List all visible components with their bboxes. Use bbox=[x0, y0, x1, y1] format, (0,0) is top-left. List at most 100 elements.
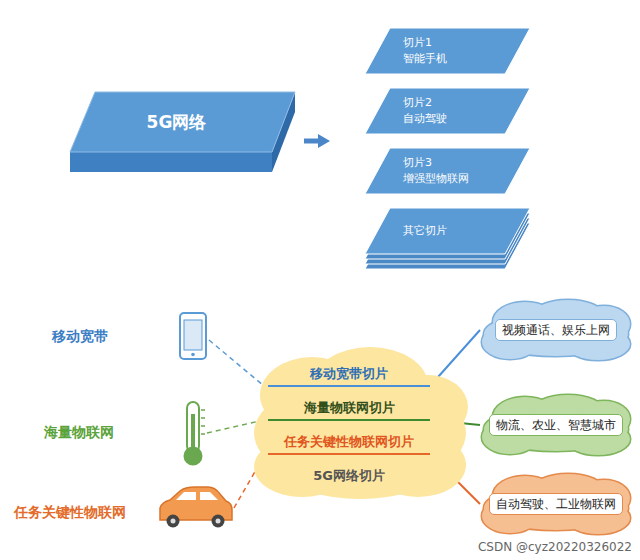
cloud-puff bbox=[532, 300, 604, 332]
phone-screen bbox=[184, 320, 202, 350]
slice-cloud: 移动宽带切片海量物联网切片任务关键性物联网切片5G网络切片 bbox=[250, 345, 470, 500]
node-label: 增强型物联网 bbox=[403, 171, 469, 187]
cloud-puff bbox=[482, 499, 538, 533]
use-case-text: 自动驾驶、工业物联网 bbox=[489, 493, 623, 515]
slice-plane: 切片2自动驾驶 bbox=[365, 88, 530, 134]
phone-body bbox=[180, 313, 206, 359]
thermometer-icon bbox=[185, 402, 206, 465]
cloud-puff bbox=[484, 407, 628, 451]
arrow-head bbox=[318, 134, 330, 148]
slab-top bbox=[70, 92, 295, 152]
slice-link bbox=[430, 330, 480, 386]
slice-name: 任务关键性物联网切片 bbox=[268, 433, 430, 455]
thermometer-level bbox=[191, 414, 195, 454]
cloud-fill bbox=[482, 395, 630, 455]
thermometer-ticks bbox=[201, 410, 205, 434]
node-label: 自动驾驶 bbox=[403, 111, 447, 127]
cloud-puff bbox=[482, 420, 538, 454]
cloud-puff bbox=[566, 328, 630, 360]
node-label: 切片2 bbox=[403, 95, 447, 111]
category-label: 移动宽带 bbox=[52, 328, 108, 346]
slice-stack: 其它切片 bbox=[365, 208, 530, 269]
slice-link bbox=[430, 454, 480, 504]
car-hub bbox=[171, 519, 176, 524]
leader-line bbox=[207, 420, 264, 433]
slab-front bbox=[70, 152, 272, 172]
cloud-puff bbox=[578, 480, 630, 516]
cloud-puff bbox=[566, 423, 630, 455]
use-case-cloud: 自动驾驶、工业物联网 bbox=[480, 472, 632, 536]
cloud-outline bbox=[482, 474, 630, 534]
text-block: 移动宽带切片海量物联网切片任务关键性物联网切片5G网络切片 bbox=[268, 345, 430, 485]
cloud-outline bbox=[482, 300, 630, 360]
category-label: 海量物联网 bbox=[44, 424, 114, 442]
leader-line bbox=[234, 456, 264, 508]
cloud-puff bbox=[482, 325, 538, 359]
cloud-puff bbox=[484, 312, 628, 356]
use-case-text: 视频通话、娱乐上网 bbox=[495, 319, 617, 341]
cloud-puff bbox=[532, 395, 604, 427]
use-case-cloud-outline bbox=[480, 298, 632, 362]
car-icon bbox=[160, 487, 232, 528]
cloud-puff bbox=[566, 423, 630, 455]
cloud-puff bbox=[290, 447, 430, 499]
car-wheel bbox=[212, 515, 225, 528]
cloud-puff bbox=[493, 302, 557, 342]
slice-layer bbox=[365, 223, 530, 269]
use-case-cloud: 物流、农业、智慧城市 bbox=[480, 393, 632, 457]
text-block: 物流、农业、智慧城市 bbox=[480, 393, 632, 457]
use-case-cloud: 视频通话、娱乐上网 bbox=[480, 298, 632, 362]
slice-stack-outline bbox=[365, 208, 530, 269]
slice-arrow bbox=[304, 134, 330, 148]
slice-layer bbox=[365, 28, 530, 74]
cloud-puff bbox=[484, 312, 628, 356]
slice-layer bbox=[365, 208, 530, 254]
slice-layer bbox=[365, 148, 530, 194]
text-block: 切片2自动驾驶 bbox=[403, 95, 447, 127]
use-case-cloud-outline bbox=[480, 393, 632, 457]
cloud-puff bbox=[260, 357, 364, 433]
cloud-puff bbox=[254, 437, 350, 497]
cloud-puff bbox=[532, 300, 604, 332]
slab-side bbox=[272, 92, 295, 172]
cloud-outline bbox=[482, 395, 630, 455]
text-block: 自动驾驶、工业物联网 bbox=[480, 472, 632, 536]
cloud-puff bbox=[482, 420, 538, 454]
cloud-puff bbox=[578, 306, 630, 342]
cloud-puff bbox=[578, 306, 630, 342]
cloud-puff bbox=[482, 325, 538, 359]
cloud-puff bbox=[493, 476, 557, 516]
cloud-puff bbox=[482, 499, 538, 533]
slice-cloud-outline bbox=[250, 345, 470, 500]
cloud-puff bbox=[484, 407, 628, 451]
text-block: 切片3增强型物联网 bbox=[403, 155, 469, 187]
cloud-puff bbox=[578, 401, 630, 437]
slice-plane-outline bbox=[365, 28, 530, 74]
slice-name: 5G网络切片 bbox=[268, 467, 430, 485]
network-slab: 5G网络 bbox=[70, 92, 295, 172]
car-wheel bbox=[167, 515, 180, 528]
cloud-puff bbox=[532, 474, 604, 506]
text-block: 视频通话、娱乐上网 bbox=[480, 298, 632, 362]
node-label: 切片3 bbox=[403, 155, 469, 171]
cloud-puff bbox=[566, 502, 630, 534]
cloud-puff bbox=[493, 397, 557, 437]
tick bbox=[201, 417, 205, 419]
phone-button bbox=[191, 353, 195, 357]
cloud-puff bbox=[370, 433, 466, 497]
cloud-puff bbox=[493, 476, 557, 516]
cloud-puff bbox=[254, 378, 466, 488]
cloud-puff bbox=[578, 480, 630, 516]
car-window bbox=[200, 492, 218, 500]
slice-plane-outline bbox=[365, 88, 530, 134]
car-window bbox=[176, 492, 196, 500]
watermark: CSDN @cyz20220326022 bbox=[478, 540, 632, 554]
slice-name: 移动宽带切片 bbox=[268, 365, 430, 387]
slice-link bbox=[430, 420, 480, 425]
leader-line bbox=[209, 340, 264, 386]
cloud-fill bbox=[482, 300, 630, 360]
category-label: 任务关键性物联网 bbox=[14, 504, 126, 522]
